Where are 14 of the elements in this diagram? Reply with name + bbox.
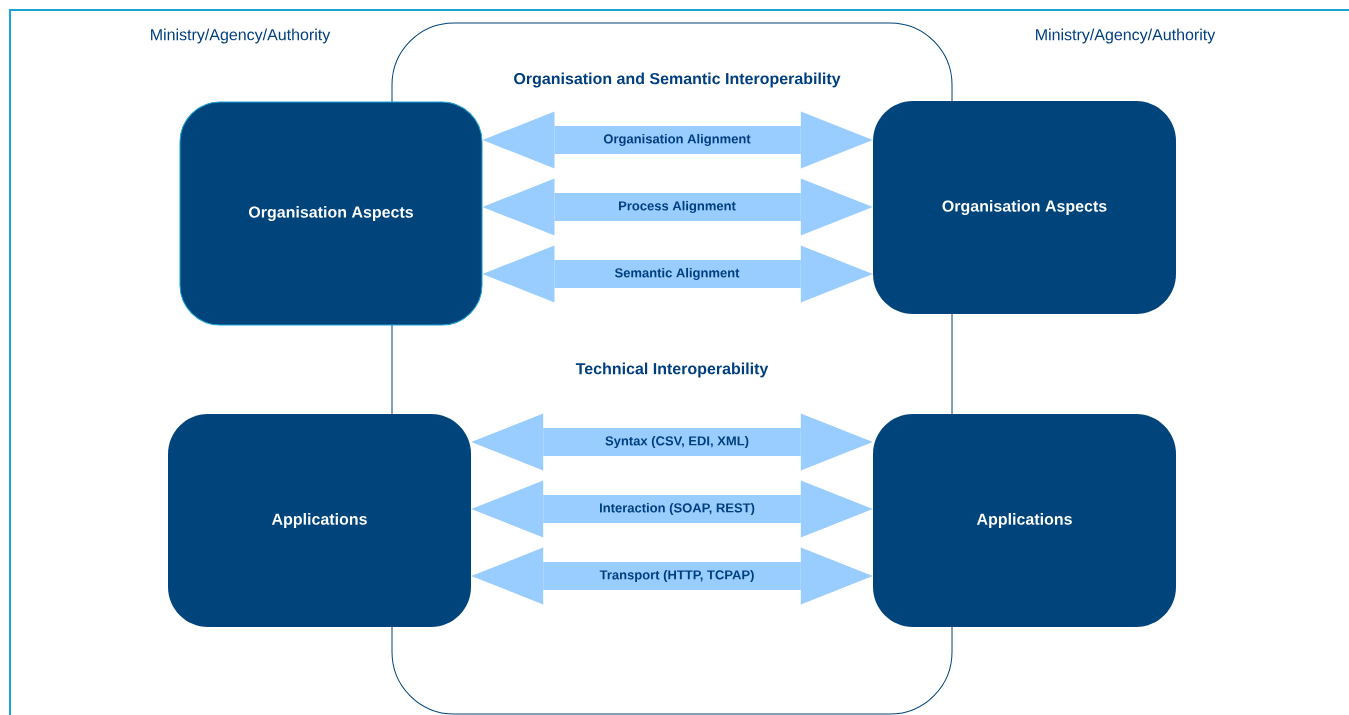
organisation-label: Ministry/Agency/Authority [151, 28, 331, 44]
rounded-box: Applications [168, 414, 471, 627]
double-arrow [482, 245, 873, 303]
double-arrow [471, 547, 873, 605]
double-arrow [471, 413, 873, 471]
rounded-box: Organisation Aspects [873, 101, 1176, 314]
rounded-box: Organisation Aspects [179, 101, 483, 326]
section-heading: Technical Interoperability [575, 362, 769, 378]
double-arrow [471, 480, 873, 538]
section-heading: Organisation and Semantic Interoperability [514, 72, 841, 88]
double-arrow [482, 178, 873, 236]
double-arrow [482, 111, 873, 169]
organisation-label: Ministry/Agency/Authority [1036, 28, 1216, 44]
rounded-box: Applications [873, 414, 1176, 627]
